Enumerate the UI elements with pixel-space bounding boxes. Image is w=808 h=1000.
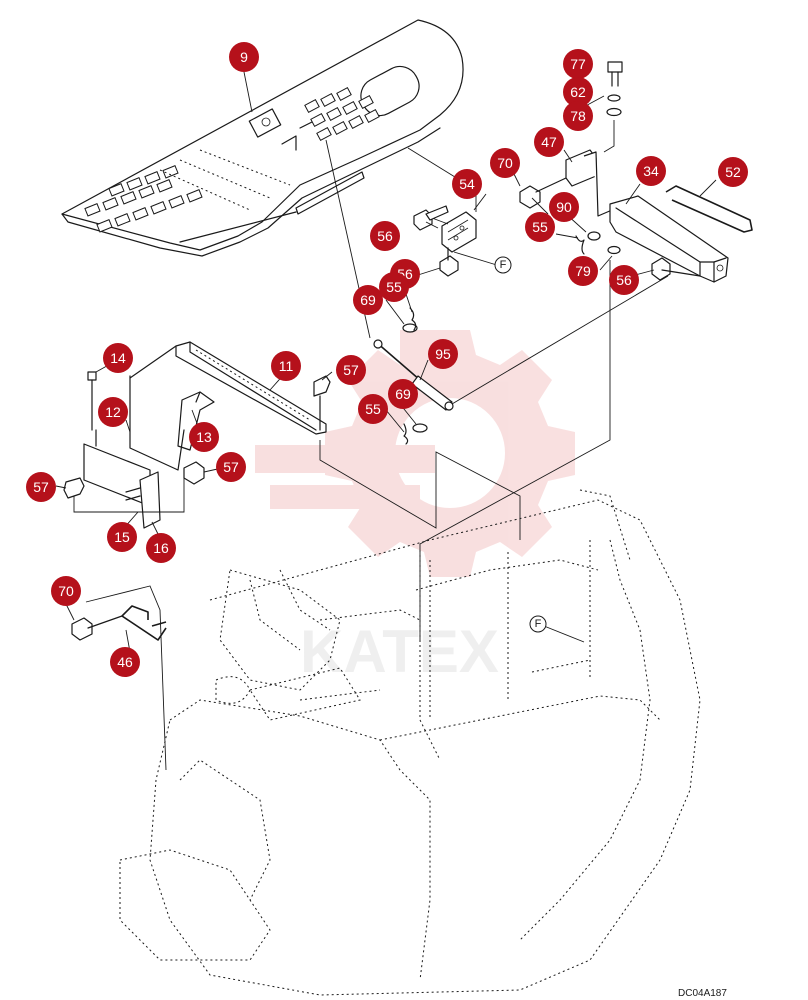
callout-15-text: 15 [114,529,130,545]
callout-13-text: 13 [196,429,212,445]
callout-46-text: 46 [117,654,133,670]
callout-62: 62 [563,77,593,107]
callout-11-text: 11 [279,358,294,374]
callout-70-upper: 70 [490,148,520,178]
top-cover-panel [61,19,464,257]
gas-strut [325,139,669,445]
callout-57-left-text: 57 [33,479,49,495]
callout-90-text: 90 [556,199,572,215]
callout-52: 52 [718,157,748,187]
handle-assembly [71,585,167,771]
callout-12: 12 [98,397,128,427]
ref-f-upper-text: F [500,259,507,271]
callout-11: 11 [271,351,301,381]
callout-46: 46 [110,647,140,677]
callout-95-text: 95 [435,346,451,362]
callout-90: 90 [549,192,579,222]
callout-9: 9 [229,42,259,72]
callout-55-right: 55 [525,212,555,242]
hinge-assembly [407,147,501,277]
callout-69-lower: 69 [388,379,418,409]
callout-12-text: 12 [105,404,121,420]
callout-14: 14 [103,343,133,373]
callout-55-lower: 55 [358,394,388,424]
callout-34: 34 [636,156,666,186]
callout-47: 47 [534,127,564,157]
callout-57-left: 57 [26,472,56,502]
callout-57-center-text: 57 [343,362,359,378]
callout-55-lower-text: 55 [365,401,381,417]
callout-57-right-text: 57 [223,459,239,475]
callout-47-text: 47 [541,134,557,150]
callout-54-text: 54 [459,176,475,192]
reference-marker-f-lower: F [529,615,547,633]
callout-95: 95 [428,339,458,369]
cover-grille-holes-upper [304,86,380,142]
callout-79-text: 79 [575,263,591,279]
ref-f-lower-text: F [535,618,542,630]
callout-9-text: 9 [240,49,248,65]
callout-52-text: 52 [725,164,741,180]
callout-15: 15 [107,522,137,552]
right-bracket-assembly [419,61,753,640]
callout-57-right: 57 [216,452,246,482]
callout-13: 13 [189,422,219,452]
callout-55-right-text: 55 [532,219,548,235]
callout-70-lower-text: 70 [58,583,74,599]
callout-54: 54 [452,169,482,199]
callout-56-hinge-text: 56 [377,228,393,244]
callout-14-text: 14 [110,350,126,366]
callout-69-upper-text: 69 [360,292,376,308]
engine-frame-dashed [119,489,701,996]
callout-70-upper-text: 70 [497,155,513,171]
callout-78-text: 78 [570,108,586,124]
callout-56-right: 56 [609,265,639,295]
callout-77: 77 [563,49,593,79]
callout-16: 16 [146,533,176,563]
callout-56-hinge: 56 [370,221,400,251]
callout-78: 78 [563,101,593,131]
callout-57-center: 57 [336,355,366,385]
watermark-gear-logo [255,330,575,577]
drawing-code: DC04A187 [678,988,727,999]
callout-79: 79 [568,256,598,286]
callout-70-lower: 70 [51,576,81,606]
callout-16-text: 16 [153,540,169,556]
callout-69-lower-text: 69 [395,386,411,402]
callout-56-right-text: 56 [616,272,632,288]
callout-55-upper: 55 [379,272,409,302]
callout-77-text: 77 [570,56,586,72]
callout-69-upper: 69 [353,285,383,315]
callout-55-upper-text: 55 [386,279,402,295]
cover-grille-holes-lower [84,165,203,233]
callout-34-text: 34 [643,163,659,179]
callout-62-text: 62 [570,84,586,100]
callouts: 9 77 62 78 47 70 34 52 54 90 55 56 79 56… [26,42,748,677]
watermark-text: KATEX [300,618,499,685]
reference-marker-f-upper: F [494,256,512,274]
